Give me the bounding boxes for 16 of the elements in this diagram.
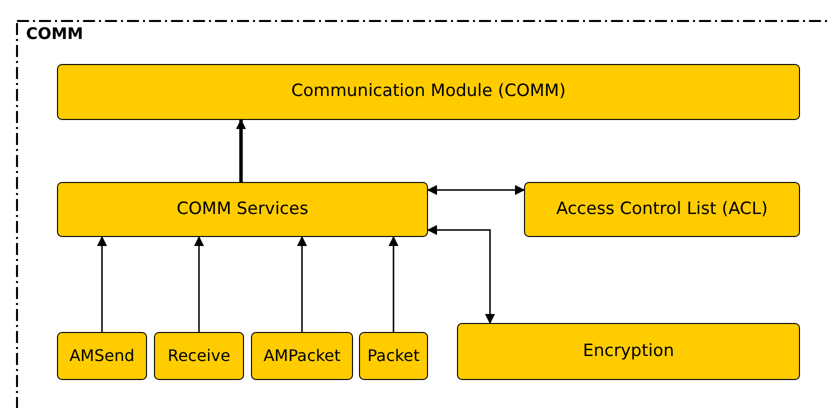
process-box: COMM Services — [57, 182, 428, 237]
arrow — [427, 185, 525, 195]
process-box: Packet — [359, 332, 428, 380]
arrow — [97, 236, 107, 332]
arrow — [388, 236, 398, 332]
arrow — [297, 236, 307, 332]
process-box: Receive — [154, 332, 244, 380]
process-box: AMSend — [57, 332, 147, 380]
process-box: Communication Module (COMM) — [57, 64, 800, 120]
process-box: AMPacket — [251, 332, 353, 380]
process-box: Access Control List (ACL) — [524, 182, 800, 237]
arrow — [194, 236, 204, 332]
process-box: Encryption — [457, 323, 800, 380]
arrow — [427, 225, 495, 324]
arrow — [236, 119, 246, 182]
module-frame — [16, 20, 830, 408]
